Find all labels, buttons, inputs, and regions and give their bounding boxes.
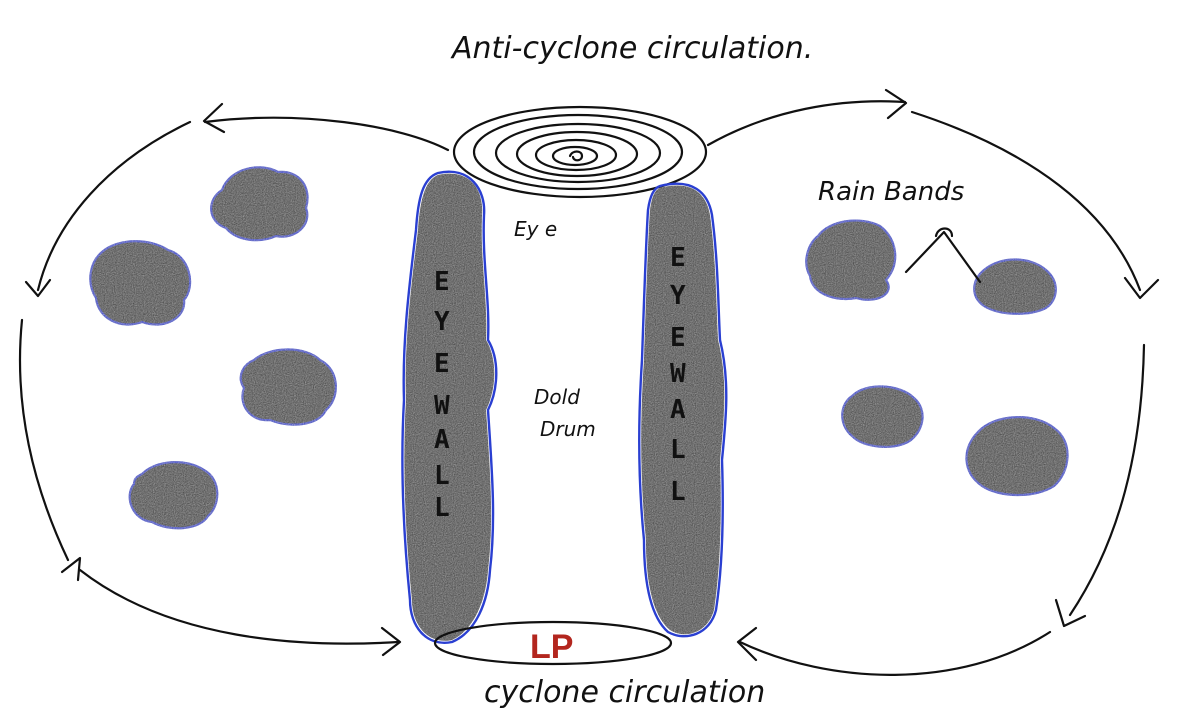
left-circulation-side: [18, 318, 70, 562]
right-eyewall-letter: A: [670, 395, 686, 425]
right-eyewall-fill: [641, 185, 725, 635]
rain-cloud: [210, 166, 309, 242]
left-lower-tick: [60, 556, 82, 582]
right-eyewall-letter: W: [670, 359, 686, 389]
right-eyewall-letters: E Y E W A L L: [670, 243, 686, 507]
rain-cloud: [841, 385, 924, 448]
right-bottom-arrowhead: [736, 626, 758, 662]
right-circulation-lower-curve: [738, 630, 1052, 676]
rain-cloud: [965, 416, 1069, 496]
rain-cloud: [973, 258, 1057, 315]
left-circulation-top-arc: [203, 116, 450, 152]
rain-cloud: [89, 240, 192, 326]
low-pressure-label: LP: [530, 628, 573, 666]
left-circulation-upper-curve: [36, 120, 192, 292]
cyclone-circulation-title: cyclone circulation: [484, 675, 765, 710]
left-eyewall-letters: E Y E W A L L: [434, 267, 450, 523]
anti-cyclone-title: Anti-cyclone circulation.: [450, 31, 813, 66]
right-circulation-side: [1068, 343, 1146, 617]
rain-band-clouds: [89, 166, 1069, 530]
left-eyewall-fill: [404, 173, 495, 641]
left-circulation-lower-curve: [78, 568, 400, 645]
left-eyewall-outline: [401, 170, 498, 644]
left-eyewall-letter: L: [434, 493, 450, 523]
right-eyewall-outline: [638, 182, 728, 638]
right-top-arrowhead: [884, 88, 908, 120]
center-label-line2: Drum: [540, 417, 596, 441]
left-eyewall-letter: A: [434, 425, 450, 455]
anti-cyclone-spiral: [452, 105, 708, 199]
right-eyewall-letter: E: [670, 323, 686, 353]
right-circulation-upper-curve: [910, 110, 1142, 292]
right-eyewall: [638, 182, 728, 638]
right-lower-arrowhead: [1054, 598, 1087, 628]
left-upper-arrowhead: [24, 278, 52, 298]
right-circulation-top-arc: [706, 100, 907, 147]
right-eyewall-letter: E: [670, 243, 686, 273]
rain-cloud: [239, 348, 337, 426]
rain-bands-label: Rain Bands: [818, 177, 964, 207]
right-eyewall-letter: L: [670, 477, 686, 507]
left-bottom-arrowhead: [380, 626, 402, 657]
center-label-line1: Dold: [534, 385, 580, 409]
left-eyewall-letter: E: [434, 349, 450, 379]
rain-cloud: [128, 461, 219, 530]
right-eyewall-letter: L: [670, 435, 686, 465]
left-top-arrowhead: [202, 102, 226, 134]
eye-label: Ey e: [514, 217, 557, 241]
left-eyewall-letter: L: [434, 461, 450, 491]
left-eyewall: [401, 170, 498, 644]
right-eyewall-letter: Y: [670, 281, 686, 311]
right-upper-arrowhead: [1123, 276, 1160, 300]
left-eyewall-letter: Y: [434, 307, 450, 337]
low-pressure-ellipse: [433, 620, 673, 666]
left-eyewall-letter: W: [434, 391, 450, 421]
left-eyewall-letter: E: [434, 267, 450, 297]
rain-cloud: [805, 219, 897, 301]
rain-bands-pointer: [904, 227, 982, 284]
